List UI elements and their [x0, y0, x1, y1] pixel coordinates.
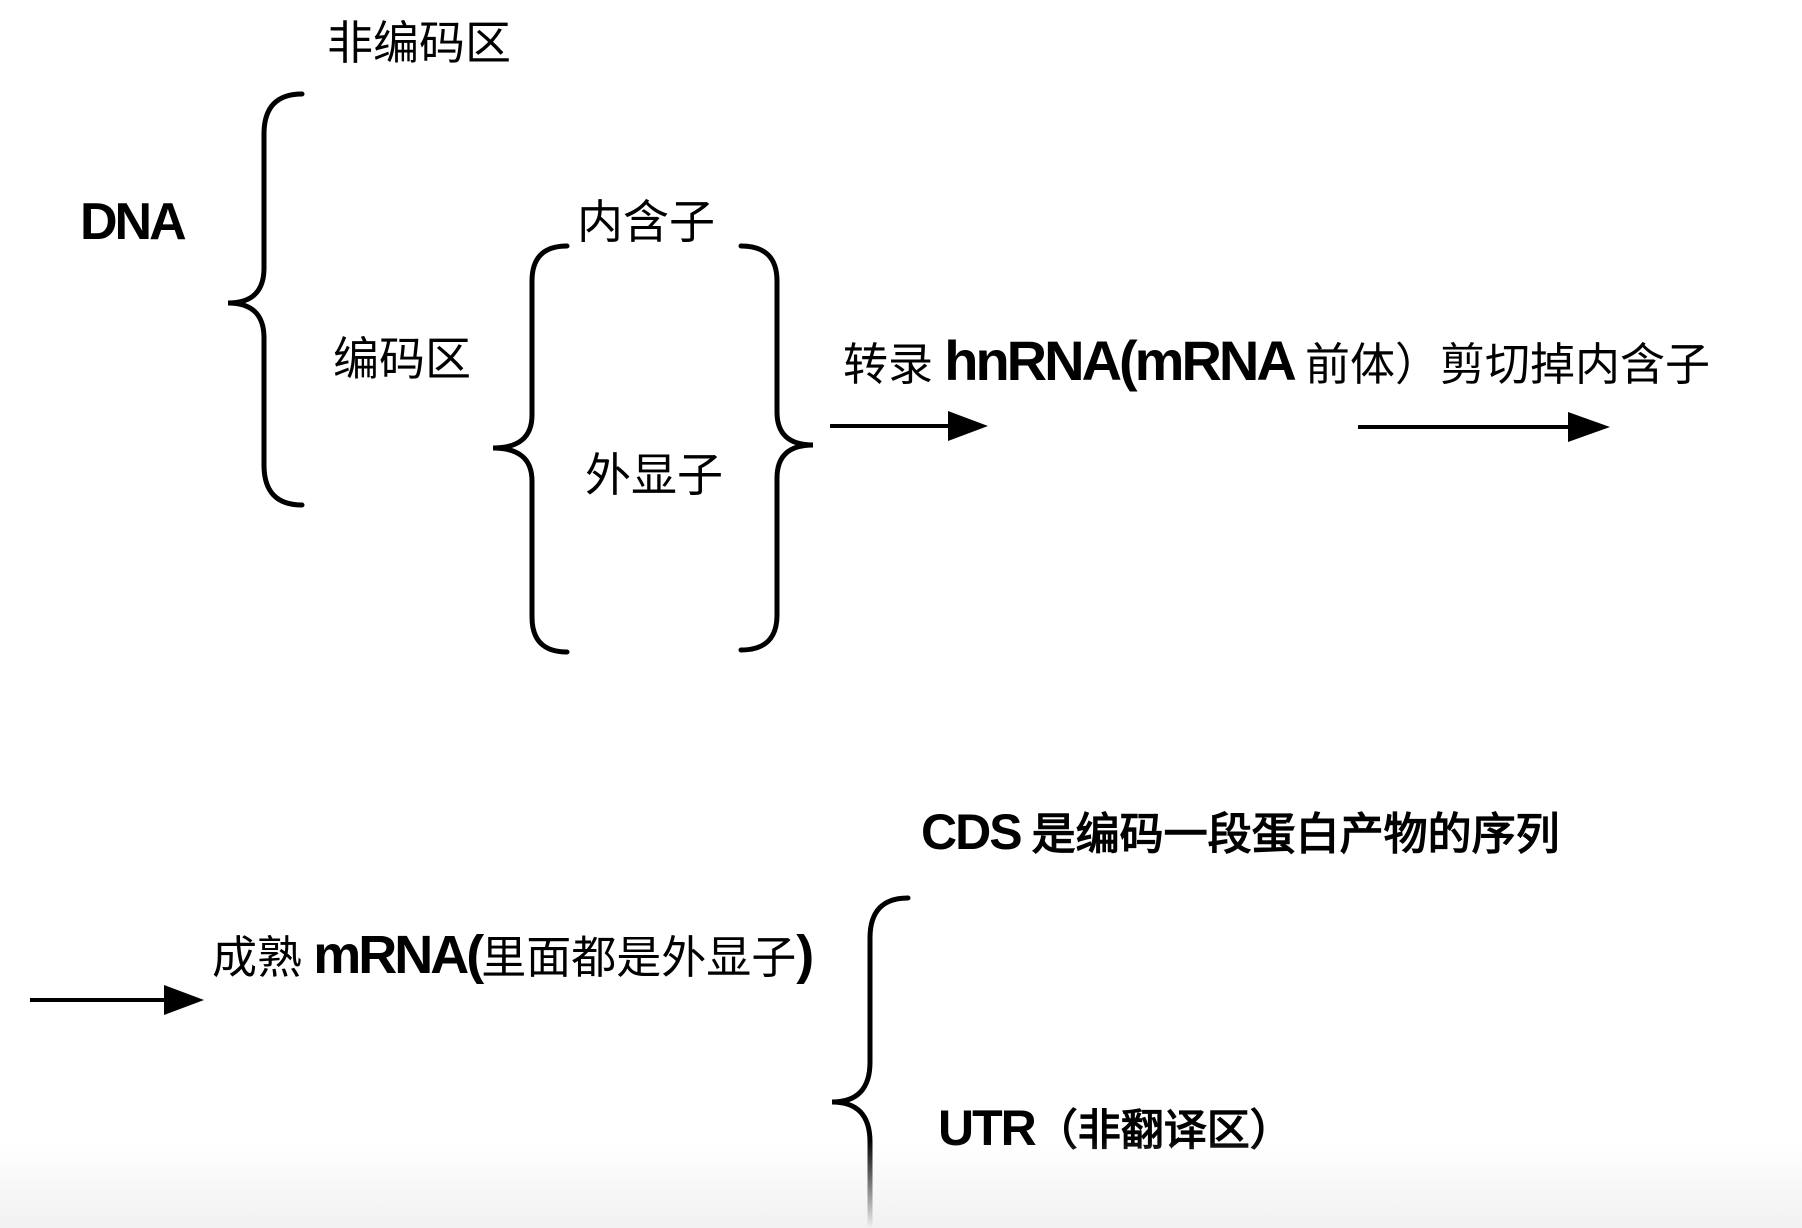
- transcription-prefix-text: 转录: [843, 340, 945, 390]
- label-noncoding-region: 非编码区: [327, 18, 511, 69]
- label-dna: DNA: [80, 193, 187, 251]
- transcription-hnrna-text: hnRNA(mRNA: [944, 329, 1297, 392]
- utr-desc-text: （非翻译区）: [1034, 1108, 1293, 1155]
- label-intron: 内含子: [577, 197, 715, 248]
- transcription-arrow-icon: [830, 411, 988, 441]
- cds-abbr-text: CDS: [921, 804, 1023, 860]
- label-coding-region: 编码区: [333, 334, 471, 385]
- label-cds: CDS 是编码一段蛋白产物的序列: [921, 806, 1560, 861]
- coding-brace-left-icon: [492, 243, 570, 655]
- mature-content-text: 里面都是外显子: [481, 933, 797, 983]
- cds-desc-text: 是编码一段蛋白产物的序列: [1020, 810, 1560, 859]
- mature-close-paren-text: ): [796, 925, 814, 985]
- mature-mrna-brace-icon: [831, 895, 911, 1228]
- label-utr: UTR（非翻译区）: [938, 1102, 1293, 1158]
- transcription-suffix-text: 前体）剪切掉内含子: [1293, 340, 1711, 390]
- label-transcription-step: 转录 hnRNA(mRNA 前体）剪切掉内含子: [843, 333, 1711, 391]
- label-exon: 外显子: [585, 450, 723, 501]
- label-mature-mrna: 成熟 mRNA(里面都是外显子): [212, 928, 814, 983]
- page-bottom-fade: [0, 1140, 1802, 1228]
- mature-prefix-text: 成熟: [212, 933, 314, 983]
- mature-mrna-bold-text: mRNA(: [313, 925, 484, 985]
- dna-brace-left-icon: [227, 91, 305, 508]
- splicing-arrow-icon: [1358, 412, 1610, 442]
- mature-mrna-arrow-icon: [30, 985, 204, 1015]
- coding-brace-right-icon: [738, 243, 814, 653]
- utr-abbr-text: UTR: [938, 1100, 1037, 1156]
